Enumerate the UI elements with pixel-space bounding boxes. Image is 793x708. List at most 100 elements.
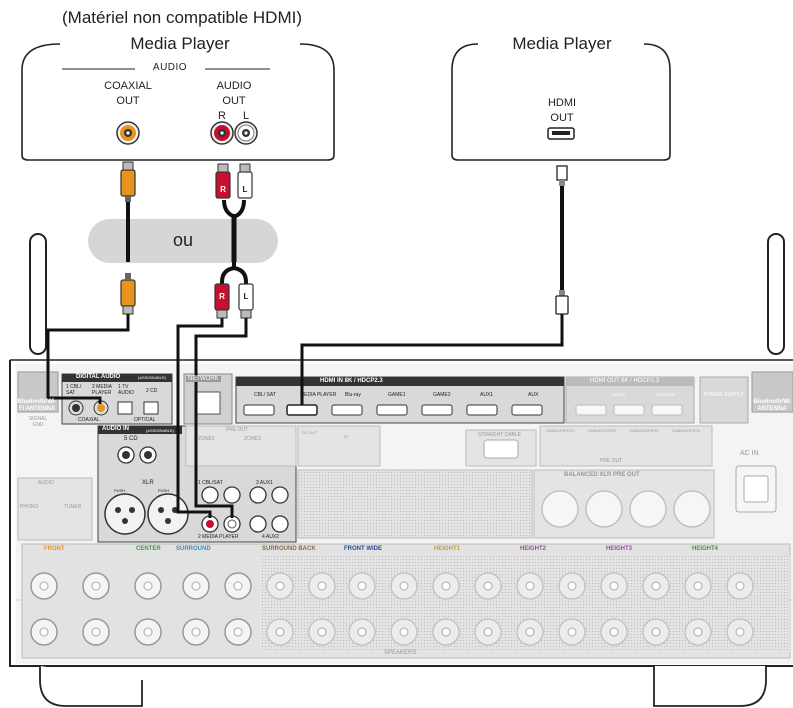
- audio-out-label: OUT: [222, 95, 245, 107]
- coaxial-out-jack: [117, 122, 139, 144]
- digital-assignable-label: (ASSIGNABLE): [138, 375, 166, 380]
- cd-label: 5 CD: [124, 436, 138, 442]
- subwoofer-2: SUBWOOFER2: [588, 428, 616, 433]
- speaker-terminal-hole: [192, 582, 200, 590]
- push-label-2: PUSH: [158, 488, 169, 493]
- aux1-in-label: 3 AUX1: [256, 480, 273, 486]
- speaker-surround-label: SURROUND: [176, 546, 211, 552]
- audio-in-label: AUDIO IN: [102, 426, 129, 432]
- speaker-terminal-hole: [568, 628, 576, 636]
- audio-assignable-label: (ASSIGNABLE): [146, 428, 174, 433]
- hdmi-out-monitor: MONITOR: [656, 392, 675, 397]
- network-label: NETWORK: [186, 376, 221, 382]
- push-label-1: PUSH: [114, 488, 125, 493]
- hdmi-in-panel: [236, 377, 564, 423]
- speaker-terminal-hole: [318, 628, 326, 636]
- sub-pre-out-label: PRE OUT: [600, 458, 622, 464]
- left-device-title: Media Player: [130, 34, 229, 54]
- hdmi-in-6: AUX1: [480, 392, 493, 398]
- hdmi-cable: [556, 166, 568, 314]
- speaker-terminal-hole: [736, 628, 744, 636]
- speaker-height2-label: HEIGHT2: [520, 546, 546, 552]
- speaker-terminal-hole: [652, 628, 660, 636]
- media-player-in-label: 2 MEDIA PLAYER: [198, 534, 238, 540]
- speaker-terminal-hole: [526, 582, 534, 590]
- speaker-terminal-hole: [276, 628, 284, 636]
- speaker-terminal-hole: [276, 582, 284, 590]
- digital-in-3: 1 TV AUDIO: [118, 384, 140, 396]
- ir-label: IR: [344, 434, 348, 439]
- ac-in-label: AC IN: [740, 450, 759, 457]
- aux2-in-label: 4 AUX2: [262, 534, 279, 540]
- audio-out-r-jack: [211, 122, 233, 144]
- speaker-terminal-hole: [234, 628, 242, 636]
- plug-l-upper: L: [243, 185, 248, 194]
- xlr-out-3: [630, 491, 666, 527]
- speaker-terminal-hole: [92, 628, 100, 636]
- audio-label: AUDIO: [217, 80, 252, 92]
- speaker-front-label: FRONT: [44, 546, 65, 552]
- r-label: R: [218, 110, 226, 122]
- speaker-terminal-hole: [358, 582, 366, 590]
- speaker-terminal-hole: [400, 582, 408, 590]
- hdmi-in-header: HDMI IN 8K / HDCP2.3: [320, 378, 383, 384]
- speaker-terminal-hole: [144, 582, 152, 590]
- pre-out-panel: [298, 470, 532, 538]
- audio-out-l-jack: [235, 122, 257, 144]
- speaker-terminal-hole: [694, 628, 702, 636]
- hdmi-out-port: [548, 128, 574, 139]
- balanced-xlr-label: BALANCED XLR PRE OUT: [564, 472, 640, 478]
- optical-caption: OPTICAL: [134, 417, 155, 423]
- speaker-terminal-hole: [610, 628, 618, 636]
- speaker-surround-back-label: SURROUND BACK: [262, 546, 316, 552]
- cbl-sat-in-label: 1 CBL/SAT: [198, 480, 223, 486]
- zone2-label: ZONE2: [198, 436, 215, 442]
- hdmi-in-1: CBL/ SAT: [254, 392, 276, 398]
- digital-in-2: 2 MEDIA PLAYER: [92, 384, 116, 396]
- speaker-terminal-hole: [40, 582, 48, 590]
- speaker-terminal-hole: [694, 582, 702, 590]
- note-non-hdmi: (Matériel non compatible HDMI): [62, 8, 302, 28]
- receiver-foot-right: [654, 666, 766, 706]
- speaker-terminal-hole: [568, 582, 576, 590]
- speaker-terminal-hole: [318, 582, 326, 590]
- dc-out-label: DC OUT: [302, 430, 317, 435]
- choice-label: ou: [173, 230, 193, 251]
- zone-pre-out-label: PRE OUT: [226, 427, 248, 433]
- phono-label: PHONO: [20, 504, 38, 510]
- speaker-terminal-hole: [736, 582, 744, 590]
- speakers-label: SPEAKERS: [384, 650, 416, 656]
- bt-antenna-left-label: Bluetooth/Wi-Fi ANTENNA: [17, 399, 57, 413]
- xlr-out-2: [586, 491, 622, 527]
- coaxial-label: COAXIAL: [104, 80, 152, 92]
- speaker-terminal-hole: [610, 582, 618, 590]
- hdmi-in-2: MEDIA PLAYER: [300, 392, 336, 398]
- rs232-connector: [484, 440, 518, 458]
- subwoofer-3: SUBWOOFER3: [630, 428, 658, 433]
- speaker-terminal-hole: [442, 628, 450, 636]
- l-label: L: [243, 110, 249, 122]
- speaker-center-label: CENTER: [136, 546, 161, 552]
- speaker-terminal-hole: [484, 628, 492, 636]
- hdmi-out-label: OUT: [550, 112, 573, 124]
- speaker-front-wide-label: FRONT WIDE: [344, 546, 382, 552]
- antenna-right: [768, 234, 784, 354]
- hdmi-in-3: Blu-ray: [345, 392, 361, 398]
- hdmi-out-header: HDMI OUT 8K / HDCP2.3: [590, 378, 659, 384]
- coaxial-out-label: OUT: [116, 95, 139, 107]
- audio-in-sub-label: AUDIO: [38, 480, 54, 486]
- zone3-label: ZONE3: [244, 436, 261, 442]
- bt-antenna-right-label: Bluetooth/Wi ANTENNA: [752, 399, 792, 413]
- speaker-terminal-hole: [92, 582, 100, 590]
- signal-gnd-label: SIGNAL GND: [24, 416, 52, 428]
- receiver-foot-left: [40, 666, 142, 706]
- tuner-label: TUNER: [64, 504, 81, 510]
- plug-r-upper: R: [220, 185, 226, 194]
- speaker-terminal-hole: [484, 582, 492, 590]
- hdmi-in-5: GAME2: [433, 392, 451, 398]
- speaker-height3-label: HEIGHT3: [606, 546, 632, 552]
- rca-cable-lower: [215, 262, 253, 318]
- speaker-terminal-hole: [234, 582, 242, 590]
- speaker-terminal-hole: [40, 628, 48, 636]
